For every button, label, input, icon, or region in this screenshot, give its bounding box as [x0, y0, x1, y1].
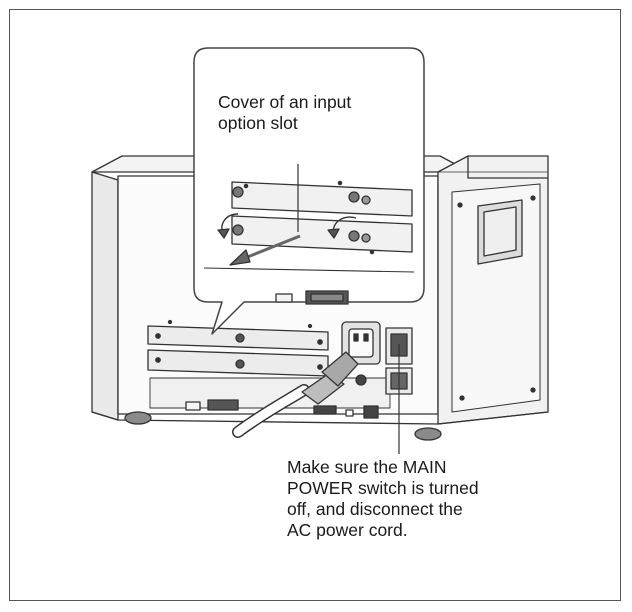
rear-option-slots [147, 319, 329, 377]
zoom-callout [193, 47, 425, 335]
power-area [341, 321, 413, 395]
callout-main-power: Make sure the MAIN POWER switch is turne… [287, 457, 479, 540]
ac-power-cord [232, 351, 359, 438]
callout-input-slot-cover: Cover of an input option slot [218, 92, 352, 133]
rear-connectors [185, 399, 379, 419]
